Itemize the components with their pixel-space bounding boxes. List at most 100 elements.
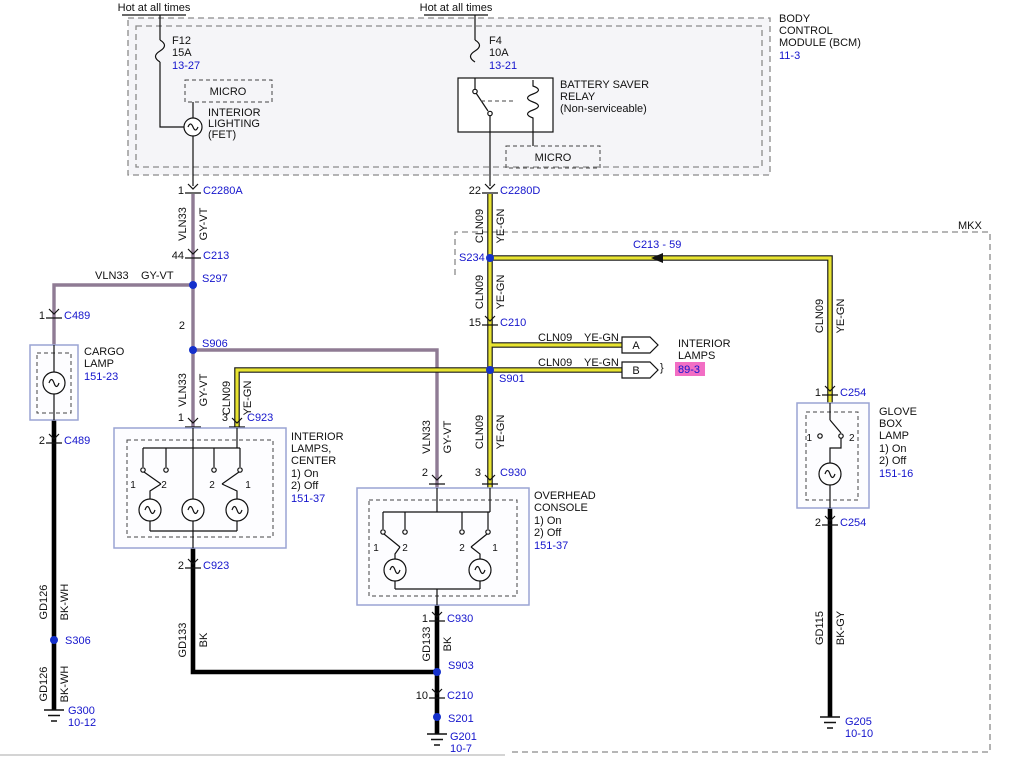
switch-pin-label: 1 bbox=[245, 480, 251, 491]
connector-c923-pin1-icon bbox=[185, 417, 201, 428]
overhead-console-component: 1 2 2 1 OVERHEAD CONSOLE 1) On 2) Off 15… bbox=[356, 487, 596, 606]
splice-s297-icon bbox=[189, 281, 197, 289]
micro-box-right bbox=[505, 145, 601, 169]
interior-lamps-center-inner-box bbox=[126, 439, 274, 538]
offpage-flag-a-icon bbox=[621, 336, 659, 354]
offpage-label-line2: LAMPS bbox=[678, 350, 715, 362]
ref-highlight bbox=[675, 362, 705, 376]
wire-label-vln33: VLN33 bbox=[95, 270, 129, 282]
splice-label-s201: S201 bbox=[448, 713, 474, 725]
ground-g300-label: G300 bbox=[68, 705, 95, 717]
interior-lamps-center-internals: 1 2 2 1 bbox=[130, 428, 251, 548]
hot-at-all-times-left: Hot at all times bbox=[118, 2, 191, 14]
fet-label-line3: (FET) bbox=[208, 129, 236, 141]
pin-label: 2 bbox=[39, 435, 45, 447]
wire-label-ye-gn: YE-GN bbox=[584, 357, 619, 369]
micro-label-left: MICRO bbox=[210, 86, 247, 98]
switch-pin-label: 1 bbox=[130, 480, 136, 491]
pin-label: 1 bbox=[178, 185, 184, 197]
glove-pos2: 2) Off bbox=[879, 455, 907, 467]
wire-cln09-glove-branch bbox=[490, 256, 832, 403]
wire-label-vln33: VLN33 bbox=[421, 420, 433, 454]
fuse-f12-name: F12 bbox=[172, 35, 191, 47]
connector-c213-icon bbox=[185, 248, 201, 259]
glove-pos1: 1) On bbox=[879, 443, 907, 455]
oc-ref[interactable]: 151-37 bbox=[534, 540, 568, 552]
pin-label: 22 bbox=[469, 185, 481, 197]
glove-box-lamp-internals: 1 2 bbox=[806, 403, 855, 508]
ilc-ref[interactable]: 151-37 bbox=[291, 493, 325, 505]
offpage-flag-b-icon bbox=[621, 361, 659, 379]
wire-label-ye-gn: YE-GN bbox=[835, 299, 847, 334]
bcm-page-ref[interactable]: 11-3 bbox=[779, 50, 800, 62]
offpage-label-line1: INTERIOR bbox=[678, 338, 731, 350]
wire-label-vln33: VLN33 bbox=[177, 373, 189, 407]
splice-s906-icon bbox=[189, 346, 197, 354]
fuse-f4-name: F4 bbox=[489, 35, 502, 47]
glove-ref[interactable]: 151-16 bbox=[879, 468, 913, 480]
cargo-lamp-icon bbox=[42, 371, 66, 395]
splice-s234-icon bbox=[486, 254, 494, 262]
bcm-inner-boundary bbox=[135, 25, 763, 168]
pin-label: 2 bbox=[178, 560, 184, 572]
fet-label-line2: LIGHTING bbox=[208, 118, 260, 130]
offpage-ref[interactable]: 89-3 bbox=[678, 364, 700, 376]
splice-s201-icon bbox=[433, 713, 441, 721]
pin-label: 15 bbox=[469, 317, 481, 329]
wire-label-vln33: VLN33 bbox=[177, 207, 189, 241]
fuse-f12-rating: 15A bbox=[172, 47, 192, 59]
ground-g300-ref[interactable]: 10-12 bbox=[68, 717, 96, 729]
fuse-f4-ref[interactable]: 13-21 bbox=[489, 60, 517, 72]
oc-pos2: 2) Off bbox=[534, 527, 562, 539]
wire-label-gd133: GD133 bbox=[421, 627, 433, 662]
micro-label-right: MICRO bbox=[535, 152, 572, 164]
connector-label-c210-mid: C210 bbox=[500, 317, 526, 329]
glove-label-line2: BOX bbox=[879, 418, 903, 430]
micro-box-left bbox=[184, 79, 273, 103]
pin-label: 10 bbox=[416, 690, 428, 702]
wire-label-ye-gn: YE-GN bbox=[495, 275, 507, 310]
interior-lamps-center-component: 1 2 2 1 INTERIOR LAMPS, CENTER 1) On 2) … bbox=[113, 427, 344, 549]
wire-label-ye-gn: YE-GN bbox=[495, 209, 507, 244]
interior-lamps-center-box bbox=[113, 427, 287, 549]
lamp-icon bbox=[468, 558, 492, 582]
bcm-outer-boundary bbox=[127, 17, 771, 176]
lamp-icon bbox=[225, 498, 249, 522]
connector-c930-pin3-icon bbox=[482, 474, 498, 485]
ground-g205-label: G205 bbox=[845, 716, 872, 728]
brace-glyph: } bbox=[660, 362, 664, 374]
fet-feed-wire bbox=[159, 62, 184, 128]
connector-label-c930-top: C930 bbox=[500, 467, 526, 479]
wire-label-ye-gn: YE-GN bbox=[242, 381, 254, 416]
connector-c254-bottom-icon bbox=[822, 515, 838, 526]
connector-label-c254-bottom: C254 bbox=[840, 517, 866, 529]
pin-label: 2 bbox=[179, 320, 185, 332]
fuse-f12-icon bbox=[154, 39, 166, 63]
wire-cln09-lamps-branch bbox=[235, 368, 622, 428]
wire-label-cln09: CLN09 bbox=[814, 299, 826, 333]
relay-label-line3: (Non-serviceable) bbox=[560, 103, 647, 115]
wire-label-bk: BK bbox=[198, 632, 210, 647]
mkx-boundary: MKX bbox=[0, 220, 991, 756]
wire-label-cln09: CLN09 bbox=[474, 275, 486, 309]
splice-s901-icon bbox=[486, 366, 494, 374]
connector-label-c210-bottom: C210 bbox=[447, 690, 473, 702]
ground-g300-icon bbox=[44, 709, 64, 722]
wire-label-gd133: GD133 bbox=[177, 623, 189, 658]
lamp-icon bbox=[138, 498, 162, 522]
labels: 1 C2280A 22 C2280D 44 C213 S297 S234 C21… bbox=[39, 185, 866, 725]
wire-label-cln09: CLN09 bbox=[538, 332, 572, 344]
pin-label: 3 bbox=[222, 412, 228, 424]
cargo-lamp-ref[interactable]: 151-23 bbox=[84, 371, 118, 383]
fuse-f12-ref[interactable]: 13-27 bbox=[172, 60, 200, 72]
ground-g201-ref[interactable]: 10-7 bbox=[450, 743, 472, 755]
ilc-pos1: 1) On bbox=[291, 468, 319, 480]
wire-label-cln09: CLN09 bbox=[221, 381, 233, 415]
pin-label: 1 bbox=[178, 412, 184, 424]
oc-pos1: 1) On bbox=[534, 515, 562, 527]
connector-label-c923-bottom: C923 bbox=[203, 560, 229, 572]
pin-label: 44 bbox=[172, 250, 184, 262]
splice-label-s234: S234 bbox=[459, 252, 485, 264]
ground-g205-ref[interactable]: 10-10 bbox=[845, 728, 873, 740]
